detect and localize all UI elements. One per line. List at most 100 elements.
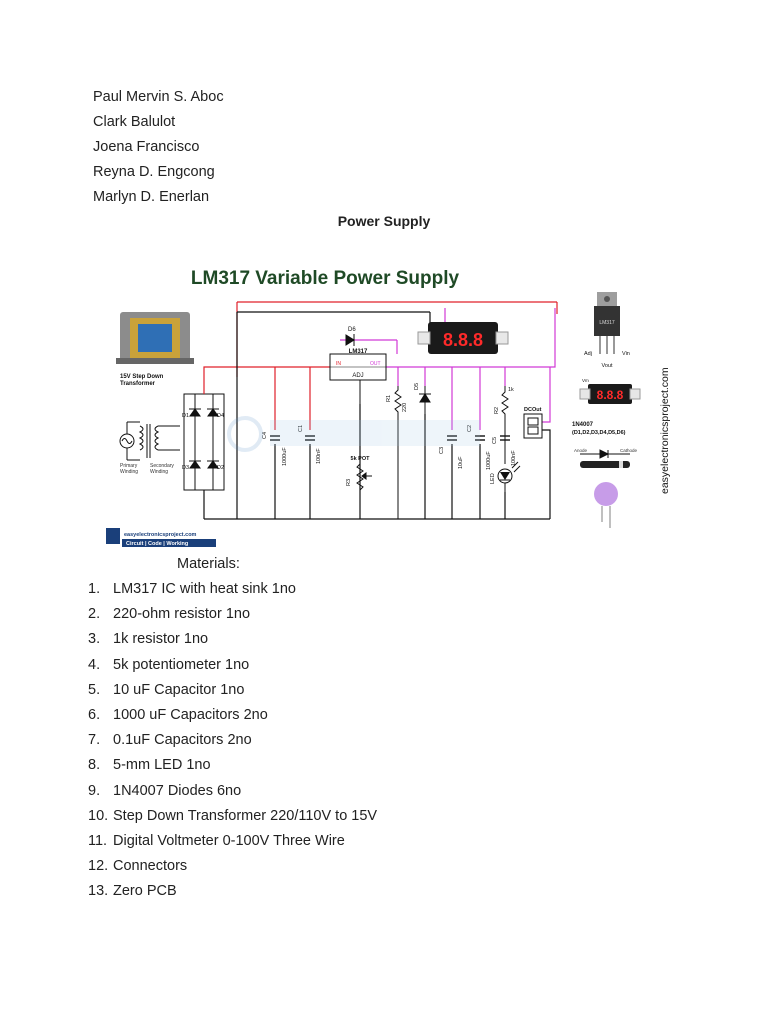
- ic-pin-label: OUT: [370, 361, 381, 367]
- list-number: 2.: [88, 606, 101, 623]
- materials-list: 1.LM317 IC with heat sink 1no 2.220-ohm …: [88, 580, 377, 907]
- list-item: 13.Zero PCB: [88, 882, 377, 907]
- list-item: 6.1000 uF Capacitors 2no: [88, 706, 377, 731]
- list-number: 5.: [88, 681, 101, 698]
- list-text: 220-ohm resistor 1no: [113, 606, 251, 623]
- logo-site-text: easyelectronicsproject.com: [124, 532, 197, 538]
- diode-label: D6: [348, 327, 356, 333]
- site-logo: [106, 528, 120, 544]
- author-name: Clark Balulot: [93, 114, 176, 130]
- ic-pin-label: IN: [336, 361, 341, 367]
- list-item: 5.10 uF Capacitor 1no: [88, 681, 377, 706]
- component-label: LED: [490, 473, 496, 484]
- voltmeter-reading: 8.8.8: [597, 388, 624, 402]
- figure-title: LM317 Variable Power Supply: [191, 268, 460, 289]
- diode-label: D4: [217, 413, 224, 419]
- transformer-label: 15V Step Down: [120, 374, 164, 380]
- pin-label: Vin: [622, 351, 630, 357]
- section-title: Power Supply: [337, 213, 431, 229]
- list-number: 6.: [88, 706, 101, 723]
- voltmeter-module-icon: [579, 384, 641, 404]
- diode-symbol-icon: [580, 449, 630, 459]
- component-value: 100nF: [316, 448, 322, 464]
- primary-label: Primary: [120, 463, 138, 469]
- component-label: DCOut: [524, 407, 542, 413]
- diode-d6: [345, 334, 355, 346]
- diode-list-label: (D1,D2,D3,D4,D5,D6): [572, 430, 626, 436]
- ground-wires: [203, 311, 551, 520]
- component-label: C3: [439, 447, 445, 454]
- list-number: 13.: [88, 883, 109, 900]
- list-number: 8.: [88, 757, 101, 774]
- component-value: 1k: [508, 387, 514, 393]
- diode-label: D1: [182, 413, 189, 419]
- list-number: 11.: [88, 832, 108, 849]
- component-value: 100nF: [511, 450, 517, 466]
- list-text: LM317 IC with heat sink 1no: [113, 581, 296, 597]
- component-label: C4: [262, 432, 268, 439]
- voltmeter-display: [417, 322, 509, 354]
- circuit-figure: LM317 Variable Power Supply 15V Step Dow…: [100, 254, 680, 552]
- list-item: 10.Step Down Transformer 220/110V to 15V: [88, 807, 377, 832]
- list-text: 5k potentiometer 1no: [113, 656, 250, 673]
- capacitor-c1: [305, 435, 315, 441]
- capacitor-c2: [475, 435, 485, 441]
- list-text: 5-mm LED 1no: [113, 757, 211, 774]
- figure-background: [100, 254, 680, 552]
- pin-label: Vout: [601, 363, 612, 369]
- list-number: 9.: [88, 782, 101, 799]
- circuit-diagram: LM317 Variable Power Supply 15V Step Dow…: [100, 254, 680, 552]
- author-name: Joena Francisco: [93, 139, 200, 155]
- diode-d5: [419, 386, 431, 414]
- ic-label: LM317: [349, 349, 368, 355]
- logo-tagline: Circuit | Code | Working: [126, 541, 188, 547]
- list-text: Zero PCB: [113, 883, 177, 900]
- voltmeter-reading: 8.8.8: [443, 330, 483, 350]
- capacitor-c4: [270, 435, 280, 441]
- list-text: Connectors: [113, 858, 188, 875]
- component-label: C5: [492, 437, 498, 444]
- component-value: 220: [402, 403, 408, 412]
- list-item: 4.5k potentiometer 1no: [88, 656, 377, 681]
- list-text: Digital Voltmeter 0-100V Three Wire: [113, 832, 345, 849]
- transformer-photo-icon: [116, 312, 194, 364]
- component-label: R1: [386, 395, 392, 402]
- vertical-credit: easyelectronicsproject.com: [659, 367, 671, 494]
- list-item: 2. 220-ohm resistor 1no: [88, 605, 377, 630]
- potentiometer-r3: [356, 380, 372, 519]
- primary-label: Winding: [120, 469, 138, 475]
- list-text: 1N4007 Diodes 6no: [113, 782, 242, 799]
- diode-label: D2: [217, 465, 224, 471]
- pin-label: Adj: [584, 351, 592, 357]
- secondary-label: Winding: [150, 469, 168, 475]
- watermark-logo: [227, 416, 480, 452]
- list-item: 11. Digital Voltmeter 0-100V Three Wire: [88, 832, 377, 857]
- diode-package-icon: [580, 461, 630, 468]
- transformer-label: Transformer: [120, 381, 156, 387]
- list-number: 3.: [88, 631, 101, 648]
- list-number: 12.: [88, 858, 109, 875]
- component-label: R3: [346, 479, 352, 486]
- cathode-label: Cathode: [620, 448, 638, 453]
- list-text: 1k resistor 1no: [113, 631, 209, 648]
- transformer-symbol-icon: [119, 421, 180, 461]
- lm317-ic: [329, 353, 387, 381]
- list-item: 7. 0.1uF Capacitors 2no: [88, 731, 377, 756]
- diode-label: D5: [414, 383, 420, 390]
- resistor-r1: [394, 386, 402, 519]
- component-label: R2: [494, 407, 500, 414]
- list-text: 0.1uF Capacitors 2no: [113, 732, 252, 749]
- author-name: Paul Mervin S. Aboc: [93, 89, 224, 105]
- component-label: Vm: [582, 378, 589, 383]
- list-number: 10.: [88, 807, 109, 824]
- materials-heading: Materials:: [177, 556, 240, 572]
- list-item: 3. 1k resistor 1no: [88, 630, 377, 655]
- component-value: 1000uF: [282, 447, 288, 466]
- list-item: 9. 1N4007 Diodes 6no: [88, 782, 377, 807]
- list-number: 7.: [88, 732, 101, 749]
- component-value: 10uF: [458, 456, 464, 469]
- component-value: 1000uF: [486, 451, 492, 470]
- diode-part-label: 1N4007: [572, 422, 594, 428]
- resistor-r2: [501, 386, 509, 464]
- component-label: 5k POT: [351, 456, 371, 462]
